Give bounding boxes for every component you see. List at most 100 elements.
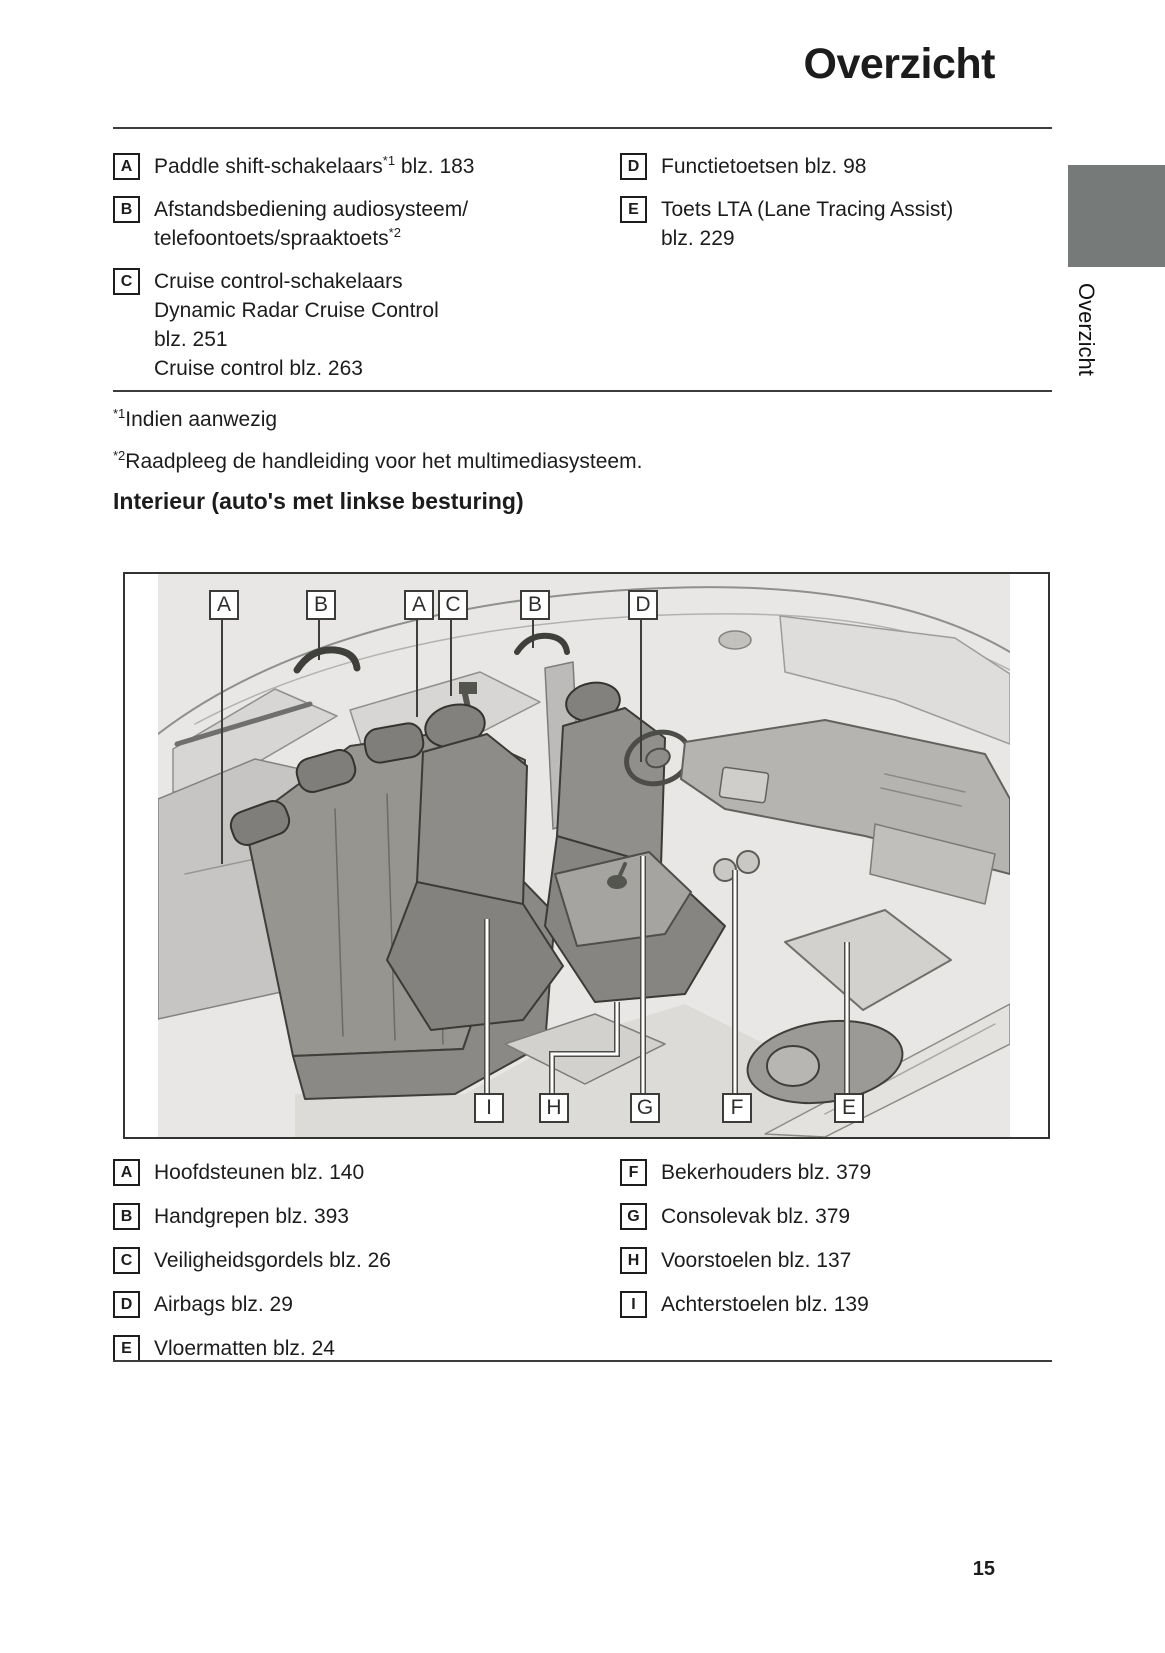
bottom-leader-lines <box>484 856 850 1093</box>
footnote: *1Indien aanwezig <box>113 405 1013 435</box>
legend-text-segment: Hoofdsteunen blz. 140 <box>154 1161 365 1184</box>
callout-letter-box: C <box>113 1247 140 1274</box>
legend-item-text: Vloermatten blz. 24 <box>154 1334 335 1363</box>
legend-item-G: G Consolevak blz. 379 <box>620 1202 1052 1231</box>
legend-item-E: E Toets LTA (Lane Tracing Assist) blz. 229 <box>620 195 1052 253</box>
diagram-callout-label-G: G <box>630 1093 660 1123</box>
top-leader-lines <box>221 620 642 864</box>
legend-text-segment: Toets LTA (Lane Tracing Assist) <box>661 198 954 221</box>
legend-line: blz. 251 <box>154 325 439 354</box>
legend-text-segment: Consolevak blz. 379 <box>661 1205 851 1228</box>
callout-letter-box: E <box>113 1335 140 1362</box>
legend-line: Cruise control blz. 263 <box>154 354 439 383</box>
legend-line: Afstandsbediening audiosysteem/ <box>154 195 468 224</box>
diagram-callout-label-A: A <box>209 590 239 620</box>
legend-line: Handgrepen blz. 393 <box>154 1202 349 1231</box>
legend-line: Achterstoelen blz. 139 <box>661 1290 869 1319</box>
diagram-callout-label-A: A <box>404 590 434 620</box>
callout-letter-box: G <box>620 1203 647 1230</box>
footnotes: *1Indien aanwezig *2Raadpleeg de handleid… <box>113 405 1013 489</box>
section-heading: Interieur (auto's met linkse besturing) <box>113 488 524 514</box>
legend-line: Consolevak blz. 379 <box>661 1202 850 1231</box>
legend-text-segment: Functietoetsen blz. 98 <box>661 155 867 178</box>
legend-line: Vloermatten blz. 24 <box>154 1334 335 1363</box>
legend-item-text: Airbags blz. 29 <box>154 1290 293 1319</box>
diagram-callout-label-I: I <box>474 1093 504 1123</box>
legend-item-A: A Paddle shift-schakelaars*1 blz. 183 <box>113 152 583 181</box>
legend-line: telefoontoets/spraaktoets*2 <box>154 224 468 253</box>
legend-text-segment: Cruise control blz. 263 <box>154 357 363 380</box>
legend-item-text: Bekerhouders blz. 379 <box>661 1158 871 1187</box>
callout-letter-box: D <box>113 1291 140 1318</box>
legend-text-segment: blz. 229 <box>661 227 735 250</box>
legend-item-text: Voorstoelen blz. 137 <box>661 1246 851 1275</box>
car-interior-illustration <box>158 574 1010 1137</box>
legend-item-text: Veiligheidsgordels blz. 26 <box>154 1246 391 1275</box>
footnote: *2Raadpleeg de handleiding voor het mult… <box>113 447 1013 477</box>
legend-text-segment: Bekerhouders blz. 379 <box>661 1161 872 1184</box>
car-sketch <box>158 586 1010 1137</box>
legend-text-segment: Voorstoelen blz. 137 <box>661 1249 852 1272</box>
footnote-text: Raadpleeg de handleiding voor het multim… <box>125 450 643 473</box>
callout-letter-box: B <box>113 196 140 223</box>
legend-line: Bekerhouders blz. 379 <box>661 1158 871 1187</box>
legend-item-text: Toets LTA (Lane Tracing Assist) blz. 229 <box>661 195 953 253</box>
footnote-marker: *2 <box>113 448 126 463</box>
legend-text-segment: Paddle shift-schakelaars <box>154 155 383 178</box>
legend-line: Cruise control-schakelaars <box>154 267 439 296</box>
diagram-callout-label-D: D <box>628 590 658 620</box>
legend-line: Toets LTA (Lane Tracing Assist) <box>661 195 953 224</box>
legend-line: blz. 229 <box>661 224 953 253</box>
diagram-callout-label-B: B <box>520 590 550 620</box>
legend-line: Paddle shift-schakelaars*1 blz. 183 <box>154 152 474 181</box>
legend-line: Hoofdsteunen blz. 140 <box>154 1158 364 1187</box>
page-title: Overzicht <box>803 40 996 88</box>
legend-line: Functietoetsen blz. 98 <box>661 152 866 181</box>
callout-letter-box: C <box>113 268 140 295</box>
legend-item-E: E Vloermatten blz. 24 <box>113 1334 583 1363</box>
callout-letter-box: H <box>620 1247 647 1274</box>
horizontal-rule-bottom <box>113 1360 1052 1362</box>
legend-item-A: A Hoofdsteunen blz. 140 <box>113 1158 583 1187</box>
legend-text-segment: Vloermatten blz. 24 <box>154 1337 335 1360</box>
legend-item-C: C Veiligheidsgordels blz. 26 <box>113 1246 583 1275</box>
diagram-callout-label-C: C <box>438 590 468 620</box>
footnote-text: Indien aanwezig <box>125 408 278 431</box>
callout-letter-box: E <box>620 196 647 223</box>
legend-item-text: Afstandsbediening audiosysteem/telefoont… <box>154 195 468 253</box>
legend-text-segment: Achterstoelen blz. 139 <box>661 1293 869 1316</box>
footnote-marker: *2 <box>388 225 401 240</box>
section-tab-label: Overzicht <box>1074 283 1099 376</box>
legend-item-I: I Achterstoelen blz. 139 <box>620 1290 1052 1319</box>
legend-item-text: Consolevak blz. 379 <box>661 1202 850 1231</box>
legend-item-text: Achterstoelen blz. 139 <box>661 1290 869 1319</box>
diagram-callout-label-F: F <box>722 1093 752 1123</box>
section-tab-marker <box>1068 165 1165 267</box>
legend-item-text: Functietoetsen blz. 98 <box>661 152 866 181</box>
callout-letter-box: I <box>620 1291 647 1318</box>
callout-letter-box: A <box>113 153 140 180</box>
legend-text-segment: Veiligheidsgordels blz. 26 <box>154 1249 391 1272</box>
legend-line: Airbags blz. 29 <box>154 1290 293 1319</box>
legend-item-text: Hoofdsteunen blz. 140 <box>154 1158 364 1187</box>
horizontal-rule-middle <box>113 390 1052 392</box>
legend-line: Dynamic Radar Cruise Control <box>154 296 439 325</box>
legend-text-segment: Handgrepen blz. 393 <box>154 1205 349 1228</box>
legend-text-segment: telefoontoets/spraaktoets <box>154 227 389 250</box>
legend-text-segment: Afstandsbediening audiosysteem/ <box>154 198 469 221</box>
legend-item-text: Paddle shift-schakelaars*1 blz. 183 <box>154 152 474 181</box>
legend-item-D: D Airbags blz. 29 <box>113 1290 583 1319</box>
footnote-marker: *1 <box>113 406 126 421</box>
legend-text-segment: Cruise control-schakelaars <box>154 270 403 293</box>
callout-letter-box: A <box>113 1159 140 1186</box>
